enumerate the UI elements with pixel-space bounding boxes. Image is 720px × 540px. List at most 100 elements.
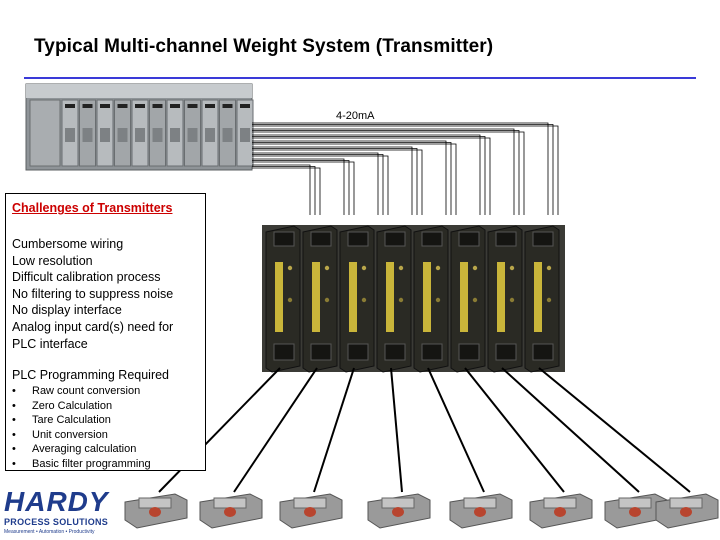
load-cell-sensor (224, 507, 236, 517)
plc-module-led (170, 104, 180, 108)
signal-wire (252, 131, 525, 215)
transmitter-label (275, 262, 283, 332)
challenges-list: Cumbersome wiring Low resolution Difficu… (12, 236, 173, 352)
load-cell-cable (233, 367, 318, 493)
signal-wire (252, 128, 515, 215)
plc-programming-heading: PLC Programming Required (12, 368, 170, 382)
load-cell-cables (158, 367, 691, 493)
transmitter-led (472, 265, 478, 271)
load-cell-sensor (680, 507, 692, 517)
transmitter-label (386, 262, 394, 332)
signal-wires (252, 122, 559, 215)
plc-slots (61, 99, 254, 167)
plc-item: Tare Calculation (12, 413, 151, 428)
signal-wire (252, 143, 457, 215)
signal-wire (252, 124, 554, 215)
plc-programming-list: Raw count conversion Zero Calculation Ta… (12, 384, 151, 471)
transmitter-led (324, 265, 330, 271)
transmitter-screw (361, 297, 367, 303)
load-cell-sensor (149, 507, 161, 517)
load-cell-plate (669, 497, 703, 509)
plc-module-led (240, 104, 250, 108)
load-cell-sensor (304, 507, 316, 517)
plc-rack (25, 83, 254, 171)
transmitter-terminal-top (310, 231, 332, 247)
plc-module-led (135, 104, 145, 108)
signal-wire (252, 158, 345, 215)
plc-module-terminal (222, 128, 233, 142)
plc-item: Unit conversion (12, 428, 151, 443)
plc-module-terminal (135, 128, 145, 142)
challenge-item: PLC interface (12, 336, 88, 351)
load-cell-plate (618, 497, 652, 509)
load-cell-cable (427, 367, 485, 493)
load-cell-sensor (554, 507, 566, 517)
plc-module-terminal (187, 128, 198, 142)
transmitter-label (534, 262, 542, 332)
transmitter-terminal-top (273, 231, 295, 247)
load-cell-cable (501, 367, 640, 493)
plc-module-led (65, 104, 75, 108)
plc-module-terminal (117, 128, 128, 142)
plc-module-terminal (65, 128, 75, 142)
transmitter-terminal-bottom (532, 343, 554, 361)
transmitter-label (497, 262, 505, 332)
logo-sub: PROCESS SOLUTIONS (4, 517, 109, 527)
plc-module-led (117, 104, 128, 108)
transmitter-terminal-top (532, 231, 554, 247)
transmitter-screw (435, 297, 441, 303)
signal-wire (252, 148, 418, 215)
signal-wire (252, 149, 423, 215)
signal-wire (252, 142, 452, 215)
transmitter-terminal-bottom (273, 343, 295, 361)
plc-module-terminal (240, 128, 250, 142)
plc-item: Basic filter programming (12, 457, 151, 472)
transmitter-terminal-top (421, 231, 443, 247)
signal-wire (252, 136, 486, 215)
load-cell-plate (463, 497, 497, 509)
challenge-item: No display interface (12, 303, 122, 318)
slide-title: Typical Multi-channel Weight System (Tra… (34, 36, 494, 57)
signal-wire (252, 161, 355, 215)
transmitter-label (349, 262, 357, 332)
load-cell-cable (390, 367, 403, 493)
transmitter-label (312, 262, 320, 332)
challenge-item: Low resolution (12, 253, 93, 268)
transmitter-led (398, 265, 404, 271)
challenge-item: Difficult calibration process (12, 270, 161, 285)
load-cell-cable (158, 367, 281, 493)
challenge-item: No filtering to suppress noise (12, 286, 174, 301)
signal-wire (252, 160, 350, 215)
transmitter-terminal-top (384, 231, 406, 247)
signal-wire (252, 140, 447, 215)
load-cell-sensor (392, 507, 404, 517)
transmitter-label (423, 262, 431, 332)
signal-wire (252, 130, 520, 215)
load-cell-cable (313, 367, 355, 493)
plc-module-terminal (170, 128, 180, 142)
transmitter-screw (324, 297, 330, 303)
plc-module-led (205, 104, 215, 108)
transmitter-screw (287, 297, 293, 303)
signal-wire (252, 146, 413, 215)
transmitter-led (546, 265, 552, 271)
challenge-item: Cumbersome wiring (12, 237, 124, 251)
plc-module-led (100, 104, 110, 108)
challenges-panel: Challenges of Transmitters Cumbersome wi… (5, 193, 206, 471)
load-cell-plate (293, 497, 327, 509)
title-rule (24, 77, 696, 79)
transmitter-terminal-bottom (347, 343, 369, 361)
signal-wire (252, 167, 321, 215)
transmitter-terminal-bottom (495, 343, 517, 361)
plc-item: Zero Calculation (12, 399, 151, 414)
load-cell-plate (213, 497, 247, 509)
transmitter-screw (472, 297, 478, 303)
signal-wire (252, 122, 549, 215)
signal-wire (252, 154, 384, 215)
transmitters (265, 225, 560, 373)
logo-tagline: Measurement • Automation • Productivity (4, 529, 95, 535)
plc-item: Averaging calculation (12, 442, 151, 457)
logo-name: HARDY (4, 486, 109, 517)
plc-module-terminal (152, 128, 163, 142)
signal-wire (252, 155, 389, 215)
